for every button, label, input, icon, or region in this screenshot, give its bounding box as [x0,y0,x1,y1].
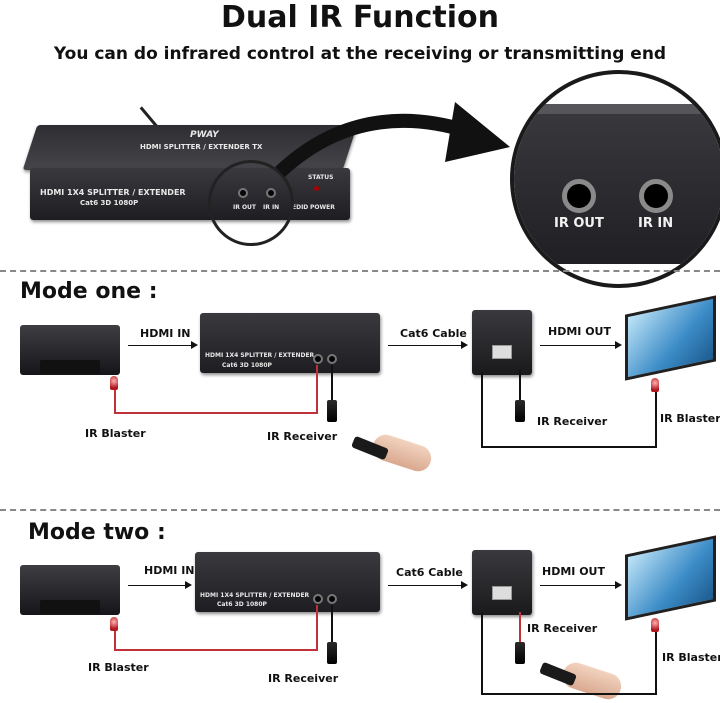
mode-two-transmitter [195,552,380,612]
page-title: Dual IR Function [220,0,500,35]
mode-one-transmitter [200,313,380,373]
m2-tx-ir-in [327,594,337,604]
rj45-port-icon [492,345,512,359]
ir-blaster-icon-3 [110,617,118,631]
hero-top-text: HDMI SPLITTER / EXTENDER TX [140,143,263,151]
mode-two-heading: Mode two : [28,520,166,545]
hero-device-sub: Cat6 3D 1080P [80,199,139,207]
zoom-arrow-icon [275,102,510,178]
ir-blaster-icon [110,376,118,390]
m2-tx-text: HDMI 1X4 SPLITTER / EXTENDER [200,592,310,599]
ir-receiver-dongle-icon-4 [515,642,525,664]
m1-tx-ir-out [313,354,323,364]
hero-device-text: HDMI 1X4 SPLITTER / EXTENDER [40,188,186,197]
mode-two-ir-blaster-right: IR Blaster [662,651,720,664]
hdmi-in-arrow-2 [128,581,192,589]
hero-power-label: POWER [310,204,335,211]
page-subtitle: You can do infrared control at the recei… [53,44,667,64]
zoom-ir-in-jack [639,179,673,213]
mode-two-hdmi-out: HDMI OUT [542,565,605,578]
mode-two-hdmi-in: HDMI IN [144,564,195,577]
mode-two-cat6: Cat6 Cable [396,566,463,579]
mode-one-receiver [472,310,532,375]
ir-receiver-dongle-icon [327,400,337,422]
ir-receiver-dongle-icon-2 [515,400,525,422]
mode-two-ir-blaster-left: IR Blaster [88,661,149,674]
m1-tx-ir-in [327,354,337,364]
magnifier-ring [208,160,294,246]
mode-two-ir-receiver-rx: IR Receiver [527,622,598,635]
ir-blaster-icon-2 [651,378,659,392]
mode-one-hdmi-in: HDMI IN [140,327,191,340]
hero-device: PWAY HDMI SPLITTER / EXTENDER TX HDMI 1X… [22,106,358,246]
ir-receiver-dongle-icon-3 [327,642,337,664]
hdmi-out-arrow-2 [540,581,622,589]
tv-icon-2 [625,535,716,621]
tv-icon [625,295,716,381]
mode-two-receiver [472,550,532,615]
hdmi-out-arrow [540,341,622,349]
divider-2 [0,509,720,511]
zoom-ir-in-label: IR IN [638,216,674,231]
zoom-ir-out-jack [562,179,596,213]
divider-1 [0,270,720,272]
mode-one-cat6: Cat6 Cable [400,327,467,340]
mode-one-ir-blaster-right: IR Blaster [660,412,720,425]
hero-status-label: STATUS [308,174,334,181]
zoom-circle: IR OUT IR IN [510,70,720,288]
mode-one-heading: Mode one : [20,279,158,304]
m2-tx-ir-out [313,594,323,604]
cat6-arrow [388,341,468,349]
mode-two-ir-receiver-tx: IR Receiver [268,672,339,685]
mode-one-ir-blaster-left: IR Blaster [85,427,146,440]
hero-edid-label: EDID [292,204,309,211]
m1-tx-sub: Cat6 3D 1080P [222,362,272,369]
mode-one-hdmi-out: HDMI OUT [548,325,611,338]
m2-tx-sub: Cat6 3D 1080P [217,601,267,608]
hero-brand: PWAY [190,130,219,140]
ir-blaster-icon-4 [651,618,659,632]
hdmi-in-arrow [128,341,198,349]
rj45-port-icon-2 [492,586,512,600]
m1-tx-text: HDMI 1X4 SPLITTER / EXTENDER [205,352,315,359]
mode-one-ir-receiver-tx: IR Receiver [267,430,338,443]
zoom-ir-out-label: IR OUT [554,216,604,231]
status-led [314,186,319,191]
cat6-arrow-2 [388,581,468,589]
mode-one-ir-receiver-rx: IR Receiver [537,415,608,428]
